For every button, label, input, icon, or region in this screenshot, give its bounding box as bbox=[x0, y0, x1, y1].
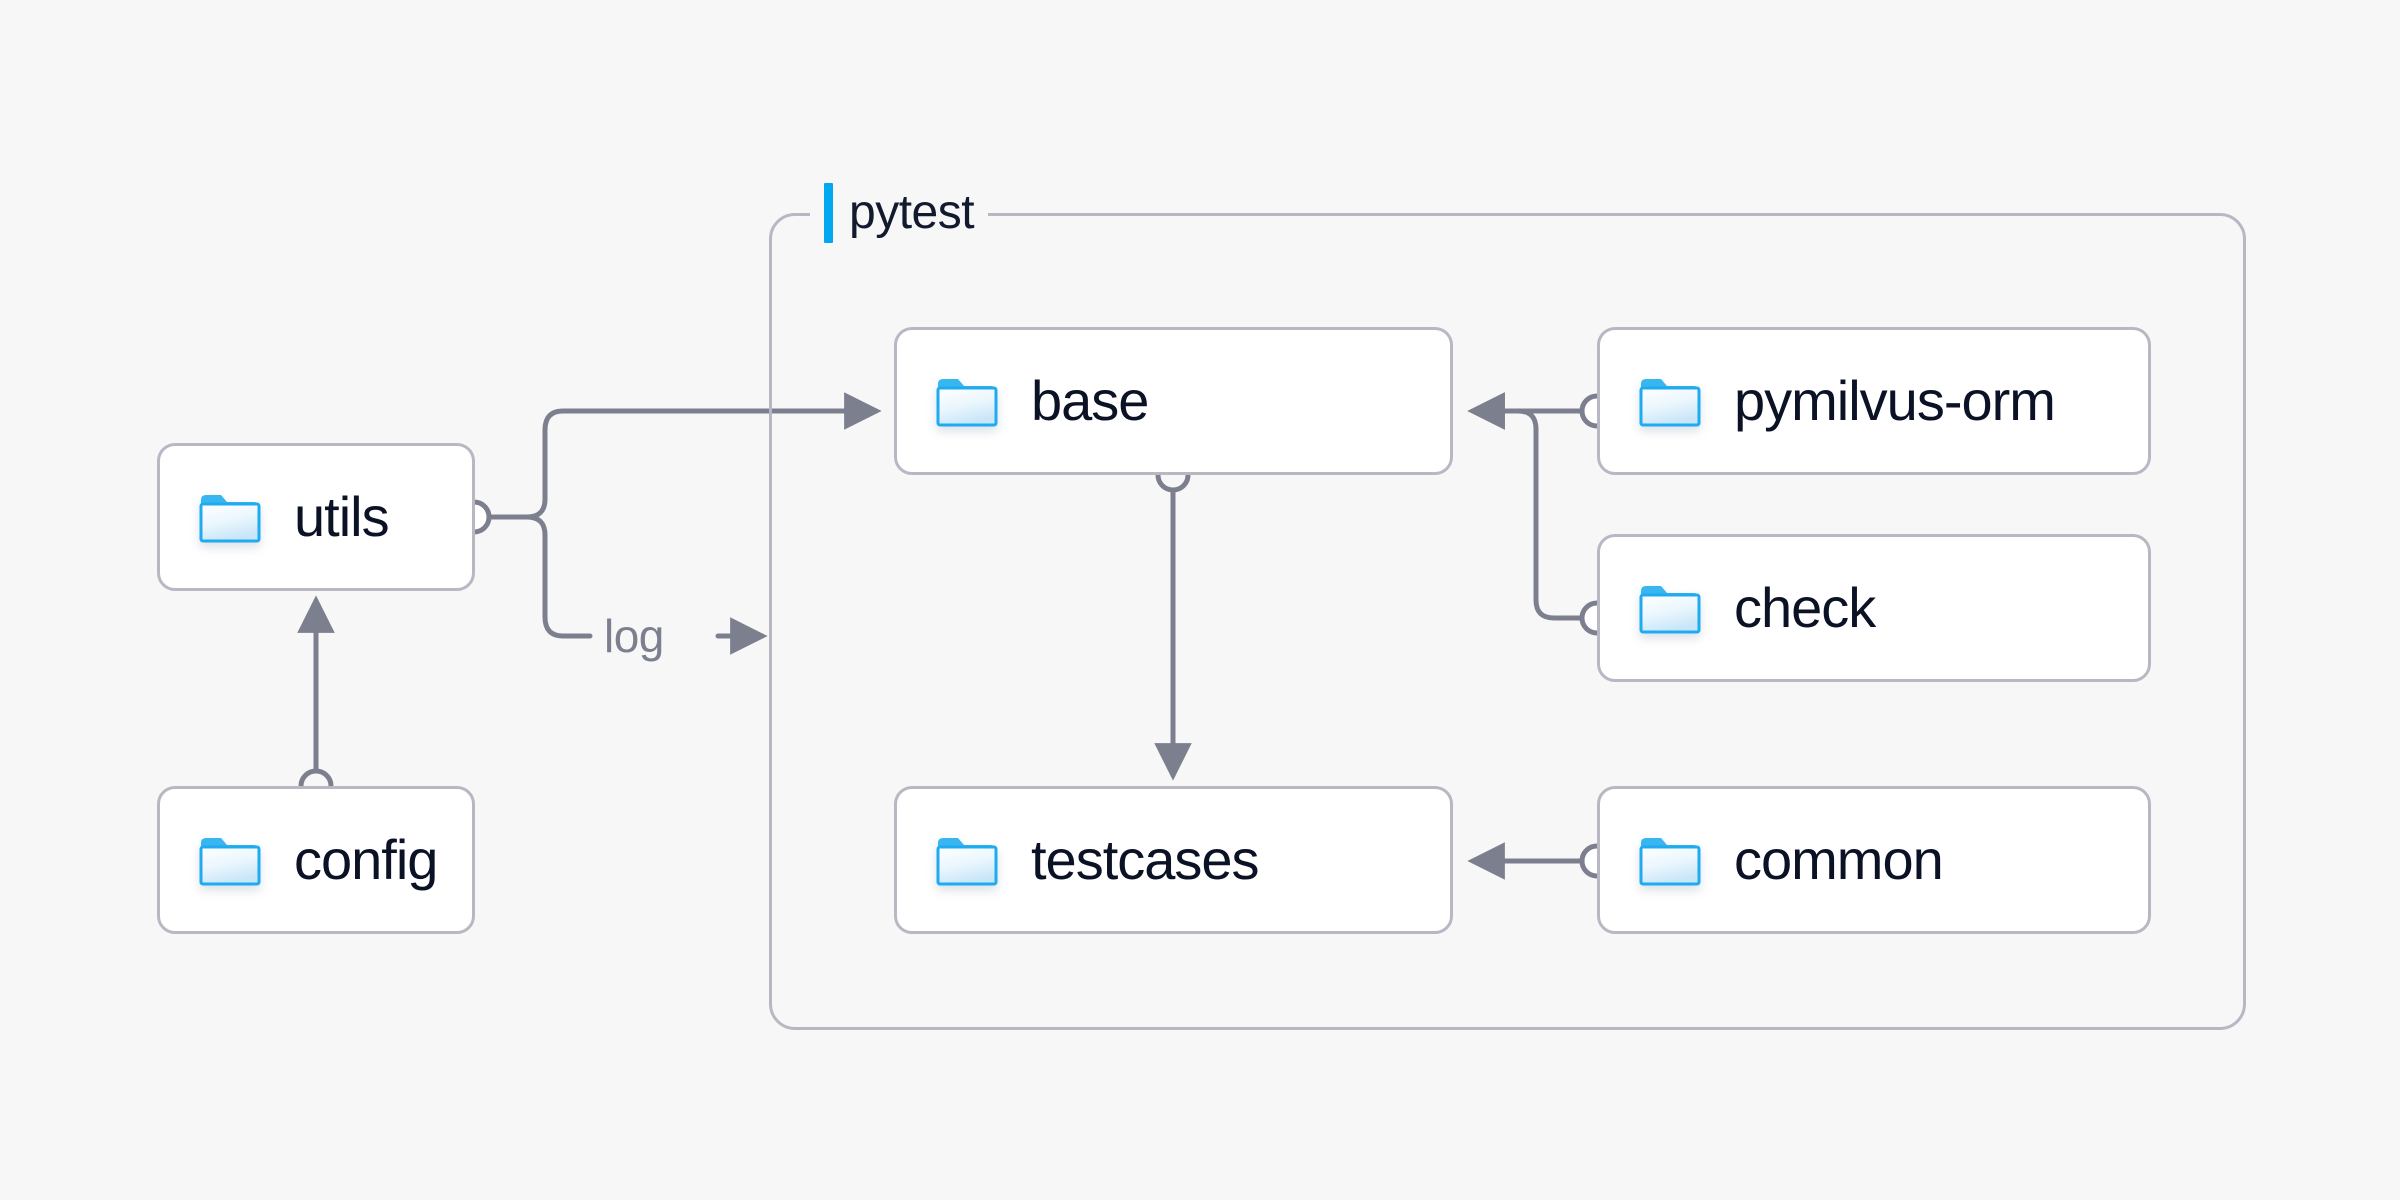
folder-icon bbox=[1638, 833, 1702, 887]
node-common[interactable]: common bbox=[1597, 786, 2151, 934]
group-accent-bar bbox=[824, 183, 833, 243]
folder-icon bbox=[935, 374, 999, 428]
node-testcases[interactable]: testcases bbox=[894, 786, 1453, 934]
folder-icon bbox=[935, 833, 999, 887]
node-label: common bbox=[1734, 828, 1944, 891]
group-pytest-label: pytest bbox=[810, 181, 989, 245]
node-label: config bbox=[294, 828, 438, 891]
folder-icon bbox=[1638, 581, 1702, 635]
node-check[interactable]: check bbox=[1597, 534, 2151, 682]
node-label: check bbox=[1734, 576, 1876, 639]
folder-icon bbox=[198, 833, 262, 887]
node-config[interactable]: config bbox=[157, 786, 475, 934]
node-label: utils bbox=[294, 485, 390, 548]
node-pymilvus-orm[interactable]: pymilvus-orm bbox=[1597, 327, 2151, 475]
edge-utils-to-pytest-log bbox=[524, 514, 593, 639]
node-base[interactable]: base bbox=[894, 327, 1453, 475]
folder-icon bbox=[1638, 374, 1702, 428]
edge-label-log: log bbox=[604, 610, 664, 662]
group-title-text: pytest bbox=[849, 186, 975, 239]
node-label: pymilvus-orm bbox=[1734, 369, 2056, 432]
node-utils[interactable]: utils bbox=[157, 443, 475, 591]
node-label: base bbox=[1031, 369, 1149, 432]
folder-icon bbox=[198, 490, 262, 544]
group-pytest[interactable] bbox=[769, 213, 2246, 1030]
node-label: testcases bbox=[1031, 828, 1260, 891]
